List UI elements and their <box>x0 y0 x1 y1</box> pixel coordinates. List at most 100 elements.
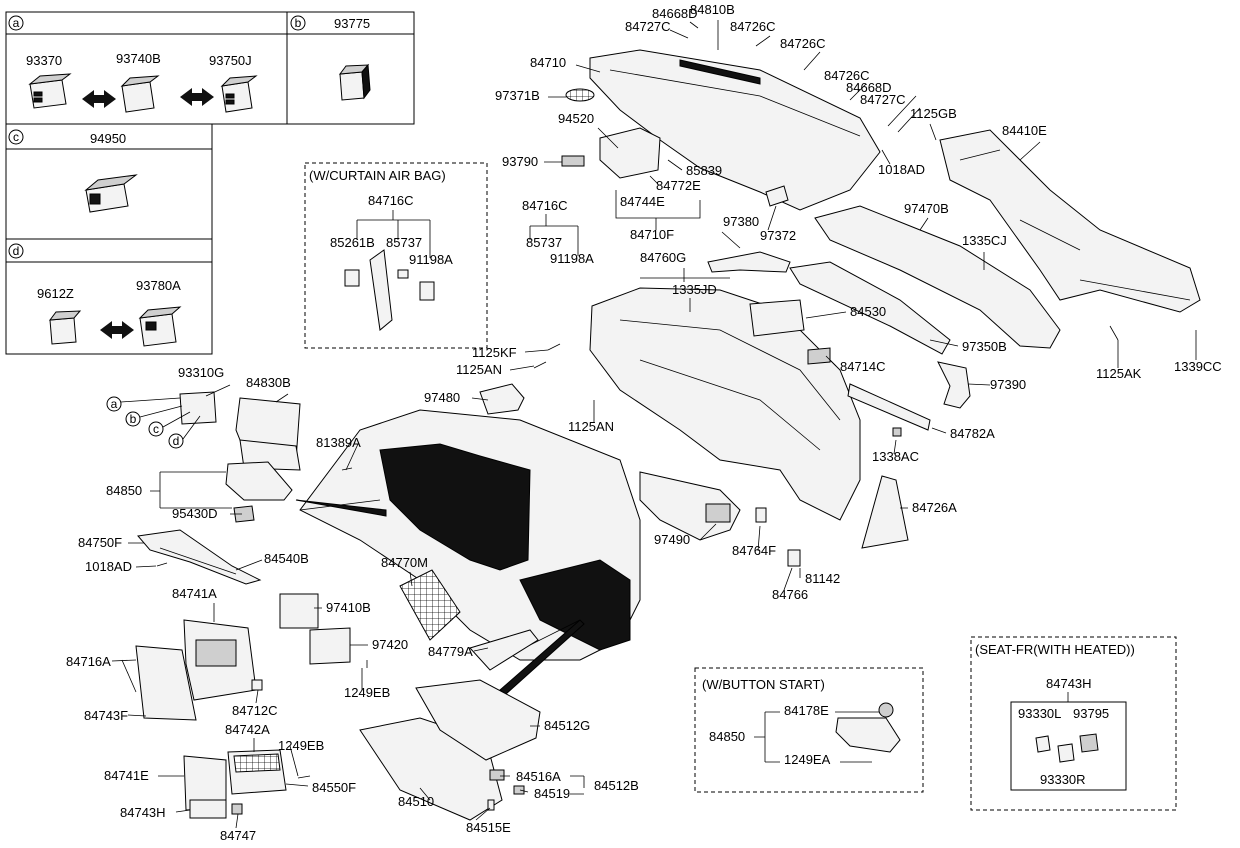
part-label-84512B: 84512B <box>594 778 639 793</box>
black-wedge-shape <box>295 499 387 517</box>
damper-84515E <box>487 799 495 811</box>
inset-box-b: b 93775 <box>286 11 415 125</box>
clip-84712C <box>251 679 263 691</box>
part-label-84850-button: 84850 <box>709 729 745 744</box>
part-label-94950: 94950 <box>90 131 126 146</box>
speaker-grille-97371B <box>565 88 595 102</box>
part-label-84772E: 84772E <box>656 178 701 193</box>
part-label-91198A: 91198A <box>550 251 594 266</box>
bezel-95430D <box>233 505 255 523</box>
crash-pad-upper-shape <box>589 49 881 211</box>
part-label-84766: 84766 <box>772 587 808 602</box>
curtain-airbag-title: (W/CURTAIN AIR BAG) <box>309 168 446 183</box>
part-label-84540B: 84540B <box>264 551 309 566</box>
switch-93750J-icon <box>220 75 258 113</box>
switch-93740B-icon <box>120 75 160 113</box>
part-label-97350B: 97350B <box>962 339 1007 354</box>
part-label-84515E: 84515E <box>466 820 511 835</box>
crash-pad-main-frame <box>589 287 861 521</box>
part-label-95430D: 95430D <box>172 506 218 521</box>
part-label-1125KF: 1125KF <box>472 345 517 360</box>
part-label-84741E: 84741E <box>104 768 149 783</box>
part-label-84810B: 84810B <box>690 2 735 17</box>
part-label-84743H: 84743H <box>120 805 166 820</box>
latch-84516A <box>489 769 505 781</box>
double-arrow-icon <box>100 321 134 339</box>
switch-9612Z-icon <box>48 310 82 345</box>
socket-94950-icon <box>84 174 138 213</box>
clip-84747 <box>231 803 243 815</box>
climate-grille-84742A <box>233 753 281 773</box>
part-label-84668D: 84668D <box>846 80 892 95</box>
vent-outlet-97490 <box>705 503 731 523</box>
cover-84716A <box>135 645 197 721</box>
part-label-84727C: 84727C <box>860 92 906 107</box>
part-label-84519: 84519 <box>534 786 570 801</box>
part-label-94520: 94520 <box>558 111 594 126</box>
part-label-1339CC: 1339CC <box>1174 359 1222 374</box>
callout-a: a <box>111 397 118 411</box>
inset-a-letter: a <box>13 16 20 30</box>
part-label-97371B: 97371B <box>495 88 540 103</box>
part-label-1125AN: 1125AN <box>568 419 614 434</box>
pillar-trim-icon <box>369 249 393 331</box>
airbag-module-84530 <box>749 299 805 337</box>
side-vent-97372 <box>765 185 789 207</box>
leader-lines <box>111 20 1197 829</box>
callout-c: c <box>153 422 159 436</box>
part-label-84710F: 84710F <box>630 227 674 242</box>
part-label-85261B: 85261B <box>330 235 375 250</box>
bezel-84743H <box>189 799 227 819</box>
part-label-84830B: 84830B <box>246 375 291 390</box>
part-label-1125AK: 1125AK <box>1096 366 1142 381</box>
switch-93780A-icon <box>138 306 182 347</box>
part-label-97480: 97480 <box>424 390 460 405</box>
part-label-84712C: 84712C <box>232 703 278 718</box>
part-label-84850: 84850 <box>106 483 142 498</box>
part-label-84550F: 84550F <box>312 780 356 795</box>
side-cover-84726A <box>861 475 909 549</box>
part-label-84782A: 84782A <box>950 426 995 441</box>
part-label-93775: 93775 <box>334 16 370 31</box>
part-label-84764F: 84764F <box>732 543 776 558</box>
part-label-1018AD: 1018AD <box>85 559 132 574</box>
switch-93370-icon <box>28 73 72 109</box>
part-label-93750J: 93750J <box>209 53 252 68</box>
inset-box-a: a 93370 93740B 93750J <box>5 11 288 125</box>
air-duct-97470B <box>814 205 1061 349</box>
vent-97410B <box>279 593 319 629</box>
button-start-box: (W/BUTTON START) 84850 84178E 1249EA <box>694 667 924 793</box>
part-label-84744E: 84744E <box>620 194 665 209</box>
part-label-84178E: 84178E <box>784 703 829 718</box>
part-label-84714C: 84714C <box>840 359 886 374</box>
sensor-93790 <box>561 155 585 167</box>
part-label-84668D: 84668D <box>652 6 698 21</box>
seat-heater-switch-icon <box>1057 743 1075 763</box>
inset-d-letter: d <box>13 244 20 258</box>
part-label-1335JD: 1335JD <box>672 282 717 297</box>
dashboard-dark-panel-lower <box>519 559 631 651</box>
part-label-97390: 97390 <box>990 377 1026 392</box>
part-label-84516A: 84516A <box>516 769 561 784</box>
part-label-84530: 84530 <box>850 304 886 319</box>
part-label-93790: 93790 <box>502 154 538 169</box>
air-duct-97380 <box>707 251 791 273</box>
part-label-97372: 97372 <box>760 228 796 243</box>
part-label-1249EA: 1249EA <box>784 752 831 767</box>
part-label-84510: 84510 <box>398 794 434 809</box>
part-label-84726C: 84726C <box>824 68 870 83</box>
panel-84779A <box>469 629 539 671</box>
start-button-icon <box>878 702 894 718</box>
inset-box-c: c 94950 <box>5 123 213 240</box>
air-duct-97350B <box>789 261 951 355</box>
seat-heated-box: (SEAT-FR(WITH HEATED)) 84743H 93330L 937… <box>970 636 1177 811</box>
part-label-9612Z: 9612Z <box>37 286 74 301</box>
clip-85737-icon <box>397 269 409 279</box>
seat-heater-switch-icon <box>1035 735 1051 753</box>
seat-heater-bracket-icon <box>1079 733 1099 753</box>
seat-heated-title: (SEAT-FR(WITH HEATED)) <box>975 642 1135 657</box>
grille-84770M <box>399 569 461 641</box>
clip-84519 <box>513 785 525 795</box>
vent-97420 <box>309 627 351 665</box>
